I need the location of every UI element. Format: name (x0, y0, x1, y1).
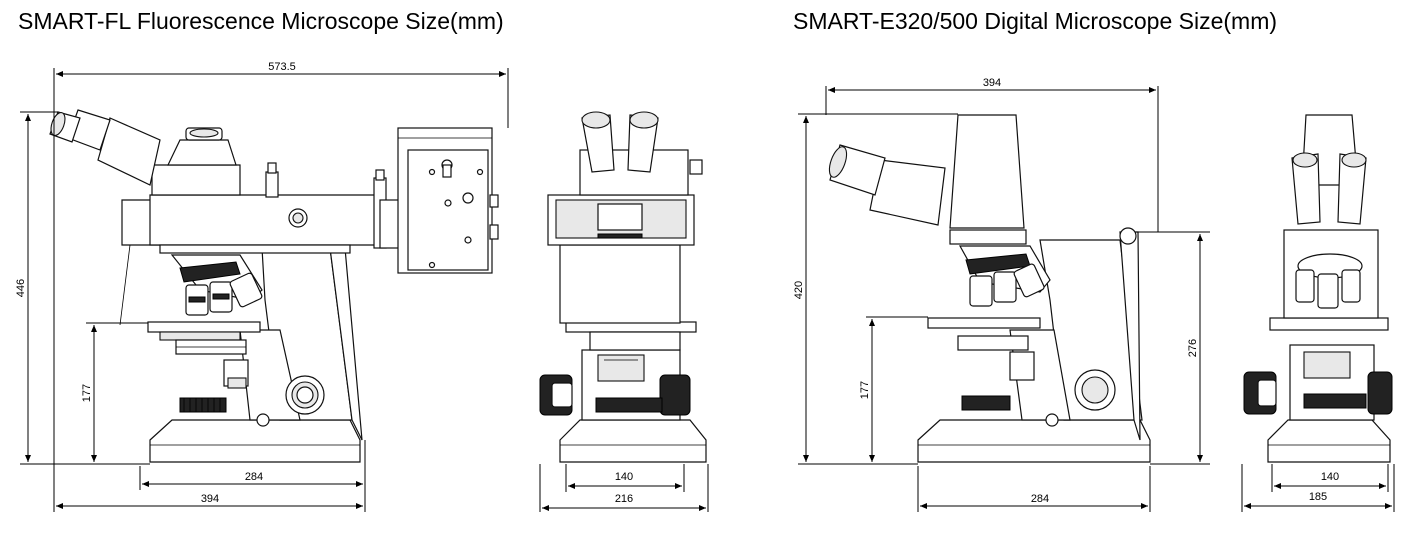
e-front-dimensions (1241, 464, 1395, 512)
fl-front-base-total-label: 216 (615, 493, 633, 505)
e-side-dimensions (798, 86, 1210, 512)
e-side-base-label: 284 (1031, 493, 1049, 505)
fl-side-height-label: 446 (15, 279, 27, 297)
e-side-arm-height-label: 276 (1187, 339, 1199, 357)
fl-side-stage-height-label: 177 (81, 384, 93, 402)
e-front-view-drawing (1243, 114, 1393, 463)
fl-front-dimensions (539, 464, 709, 512)
e-side-stage-height-label: 177 (859, 381, 871, 399)
e-side-height-label: 420 (793, 281, 805, 299)
e-front-base-total-label: 185 (1309, 491, 1327, 503)
title-digital-microscope: SMART-E320/500 Digital Microscope Size(m… (793, 8, 1278, 34)
fl-side-base-inner-label: 284 (245, 471, 263, 483)
fl-side-base-total-label: 394 (201, 493, 219, 505)
fl-front-base-inner-label: 140 (615, 471, 633, 483)
e-side-length-label: 394 (983, 77, 1001, 89)
fl-side-total-length-label: 573.5 (268, 61, 296, 73)
fl-side-dimensions (20, 68, 509, 512)
e-side-view-drawing (828, 114, 1151, 463)
fl-side-view-drawing (49, 109, 499, 463)
e-front-base-inner-label: 140 (1321, 471, 1339, 483)
title-fluorescence-microscope: SMART-FL Fluorescence Microscope Size(mm… (18, 8, 504, 34)
fl-front-view-drawing (539, 111, 707, 463)
